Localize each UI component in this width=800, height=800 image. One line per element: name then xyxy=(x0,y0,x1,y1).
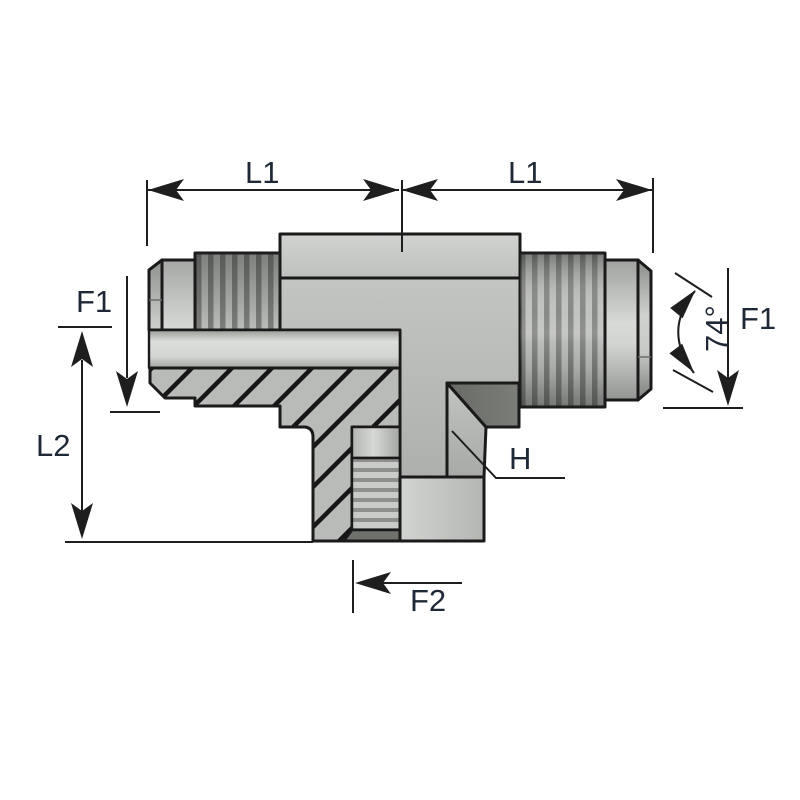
f1-left-label: F1 xyxy=(76,284,112,319)
fitting-body xyxy=(147,232,653,543)
l2-label: L2 xyxy=(36,428,70,463)
f1-right-arrowhead xyxy=(717,370,739,406)
l2-arrowhead-bottom xyxy=(71,503,93,539)
l2-arrowhead-top xyxy=(71,331,93,367)
dimension-layer: L1 L1 F1 L2 F1 74° F2 xyxy=(36,155,776,618)
right-male-thread-shading xyxy=(520,253,605,407)
hex-body-top xyxy=(278,232,522,280)
l1-left-label: L1 xyxy=(245,155,279,190)
flare-angle-arrow-top xyxy=(670,290,696,319)
f2-arrowhead xyxy=(355,572,391,594)
branch-counterbore xyxy=(350,425,402,460)
right-flare-face xyxy=(636,258,653,402)
f2-label: F2 xyxy=(410,583,446,618)
l1-right-arrowhead-right xyxy=(616,179,652,201)
h-leader-line xyxy=(451,430,565,479)
l1-left-arrowhead-left xyxy=(148,179,184,201)
l1-right-arrowhead-left xyxy=(402,179,438,201)
h-label: H xyxy=(509,441,531,476)
branch-front-block xyxy=(398,475,486,543)
flare-angle-arrow-bottom xyxy=(669,343,694,373)
branch-internal-thread xyxy=(350,456,402,532)
right-nose-cylinder xyxy=(603,258,640,402)
flare-angle-ticks xyxy=(672,272,714,393)
left-nose-cylinder xyxy=(160,258,197,332)
f1-right-label: F1 xyxy=(740,301,776,336)
l1-right-label: L1 xyxy=(508,155,542,190)
branch-shoulder-underside xyxy=(445,381,521,429)
left-flare-face xyxy=(147,258,164,332)
bore-band xyxy=(147,328,402,370)
flare-angle-label: 74° xyxy=(699,305,734,352)
left-male-thread-shading xyxy=(195,253,280,330)
l1-left-arrowhead-right xyxy=(363,179,399,201)
branch-bore-chamfer xyxy=(342,528,402,543)
f1-left-arrowhead xyxy=(116,371,138,407)
l1-extension-lines xyxy=(146,178,654,253)
